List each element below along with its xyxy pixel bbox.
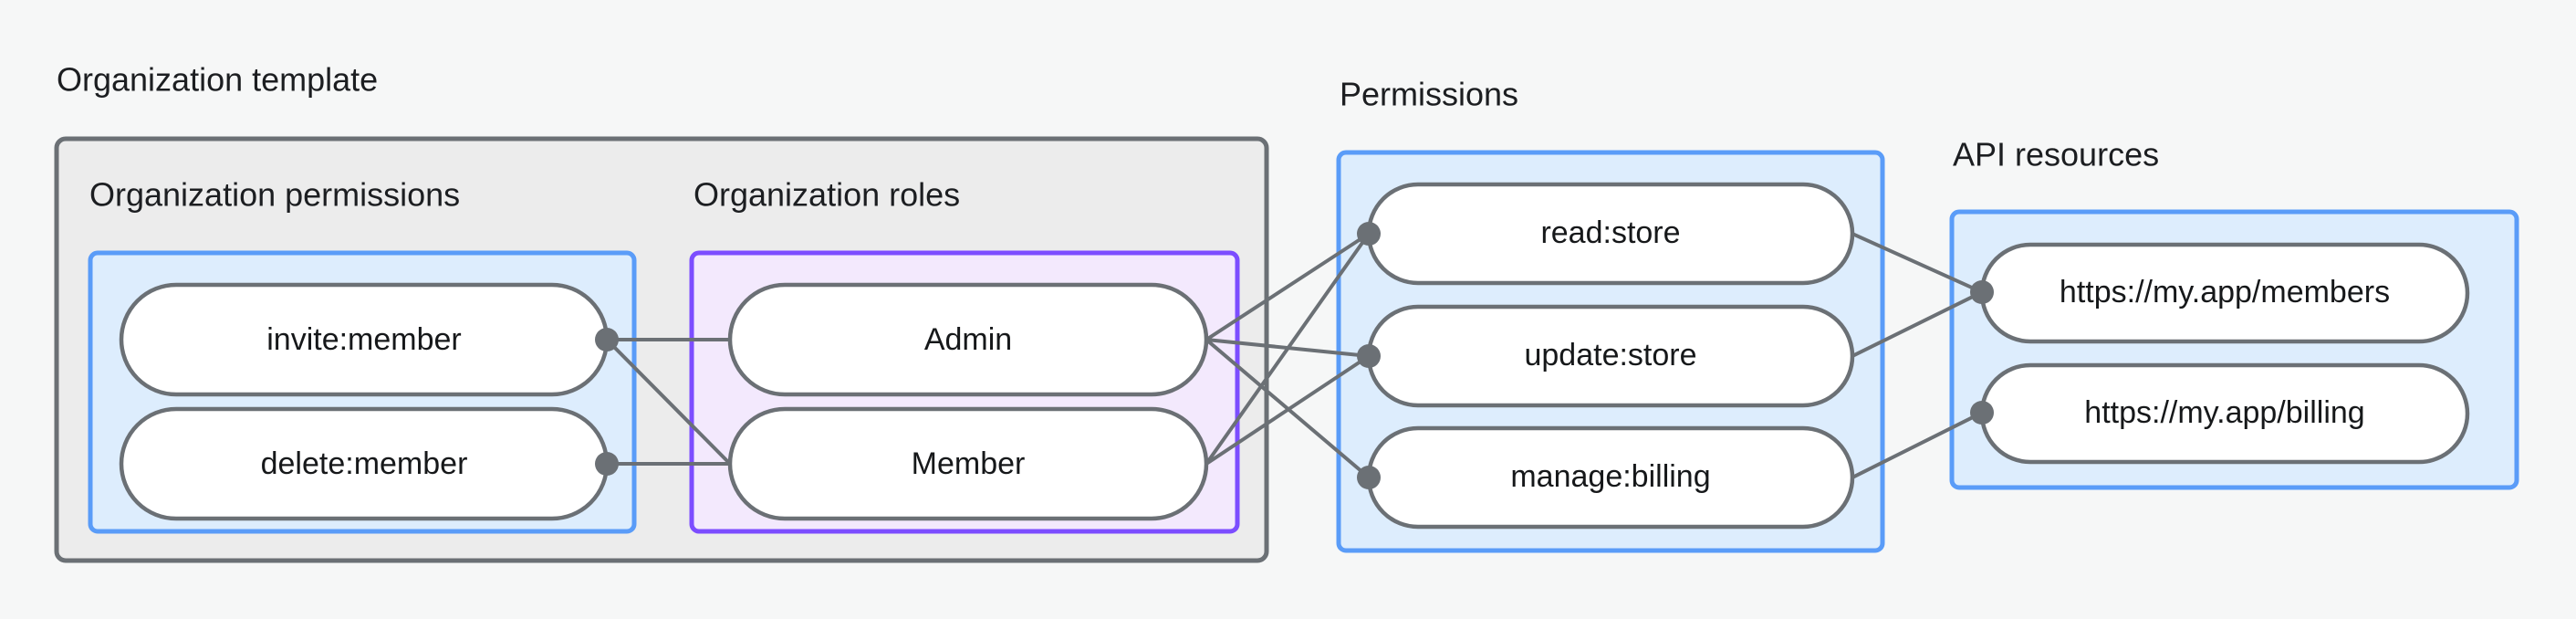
edge-member-to-read-store <box>1205 232 1371 466</box>
organization-permissions-section-title: Organization permissions <box>89 176 460 214</box>
node-billing-url[interactable]: https://my.app/billing <box>1979 362 2470 465</box>
edge-layer <box>605 232 1983 479</box>
node-billing-url-label: https://my.app/billing <box>2084 395 2364 430</box>
node-invite-member[interactable]: invite:member <box>119 282 610 397</box>
connector-dot-layer <box>595 222 1994 489</box>
edge-read-store-to-members-url <box>1851 232 1983 294</box>
node-delete-member[interactable]: delete:member <box>119 406 610 521</box>
connector-dot-manage-billing <box>1357 466 1381 489</box>
node-member[interactable]: Member <box>727 406 1209 521</box>
connector-dot-invite-member <box>595 328 619 351</box>
node-admin-shape[interactable] <box>727 282 1209 397</box>
node-member-label: Member <box>912 446 1026 481</box>
node-update-store-label: update:store <box>1524 338 1696 372</box>
node-read-store-label: read:store <box>1540 215 1680 250</box>
connector-dot-billing-url <box>1970 401 1994 425</box>
edge-member-to-update-store <box>1205 354 1371 466</box>
organization-roles-section-title: Organization roles <box>694 176 960 214</box>
node-delete-member-label: delete:member <box>261 446 468 481</box>
edge-admin-to-read-store <box>1205 232 1371 341</box>
permissions-title: Permissions <box>1340 76 1518 113</box>
node-invite-member-label: invite:member <box>266 322 462 357</box>
node-members-url[interactable]: https://my.app/members <box>1979 242 2470 344</box>
connector-dot-update-store <box>1357 344 1381 368</box>
node-admin[interactable]: Admin <box>727 282 1209 397</box>
api-resources-title: API resources <box>1953 136 2159 173</box>
edge-invite-member-to-member <box>605 338 732 466</box>
connector-dot-delete-member <box>595 452 619 476</box>
node-manage-billing[interactable]: manage:billing <box>1366 425 1855 530</box>
organization-template-title: Organization template <box>57 61 378 99</box>
edge-update-store-to-members-url <box>1851 290 1983 358</box>
connector-dot-read-store <box>1357 222 1381 246</box>
node-read-store[interactable]: read:store <box>1366 182 1855 286</box>
node-update-store[interactable]: update:store <box>1366 304 1855 408</box>
node-admin-label: Admin <box>924 322 1012 357</box>
edge-manage-billing-to-billing-url <box>1851 411 1983 479</box>
node-manage-billing-label: manage:billing <box>1510 459 1710 494</box>
node-member-shape[interactable] <box>727 406 1209 521</box>
connector-dot-members-url <box>1970 280 1994 304</box>
node-members-url-label: https://my.app/members <box>2060 275 2390 310</box>
